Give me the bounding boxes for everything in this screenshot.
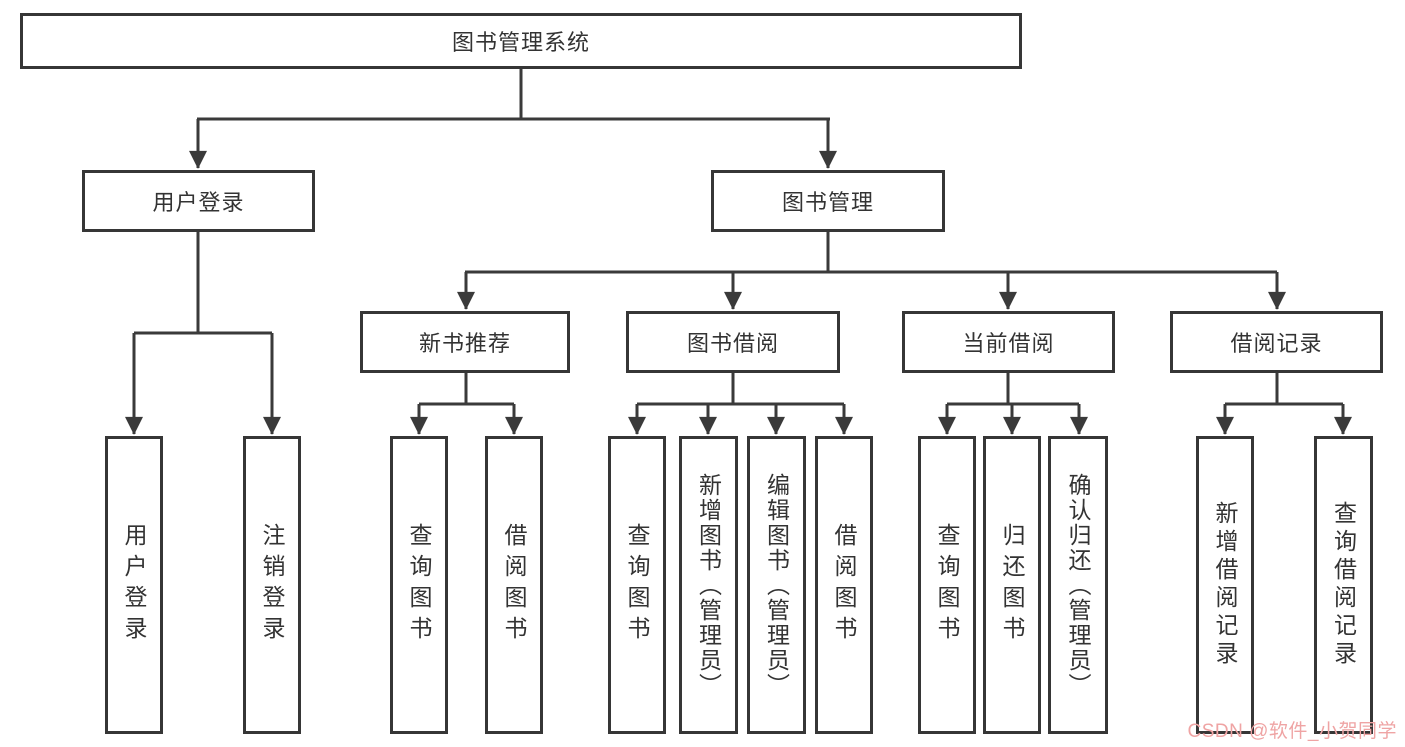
node-root: 图书管理系统 [20, 13, 1022, 69]
leaf-return-book: 归还图书 [983, 436, 1041, 734]
leaf-confirm-return-admin: 确认归还（管理员） [1048, 436, 1108, 734]
leaf-add-book-admin: 新增图书（管理员） [679, 436, 738, 734]
leaf-borrow-books-recommend: 借阅图书 [485, 436, 543, 734]
leaf-edit-book-admin: 编辑图书（管理员） [747, 436, 806, 734]
leaf-logout: 注销登录 [243, 436, 301, 734]
node-current-borrowing: 当前借阅 [902, 311, 1115, 373]
node-borrow-records: 借阅记录 [1170, 311, 1383, 373]
leaf-query-books-borrow: 查询图书 [608, 436, 666, 734]
leaf-add-borrow-record: 新增借阅记录 [1196, 436, 1254, 734]
node-book-borrowing: 图书借阅 [626, 311, 840, 373]
node-book-management: 图书管理 [711, 170, 945, 232]
leaf-query-books-current: 查询图书 [918, 436, 976, 734]
node-new-book-recommend: 新书推荐 [360, 311, 570, 373]
leaf-borrow-books: 借阅图书 [815, 436, 873, 734]
leaf-user-login: 用户登录 [105, 436, 163, 734]
node-user-login: 用户登录 [82, 170, 315, 232]
csdn-watermark: CSDN @软件_小贺同学 [1187, 721, 1397, 742]
leaf-query-borrow-record: 查询借阅记录 [1314, 436, 1373, 734]
leaf-query-books-recommend: 查询图书 [390, 436, 448, 734]
